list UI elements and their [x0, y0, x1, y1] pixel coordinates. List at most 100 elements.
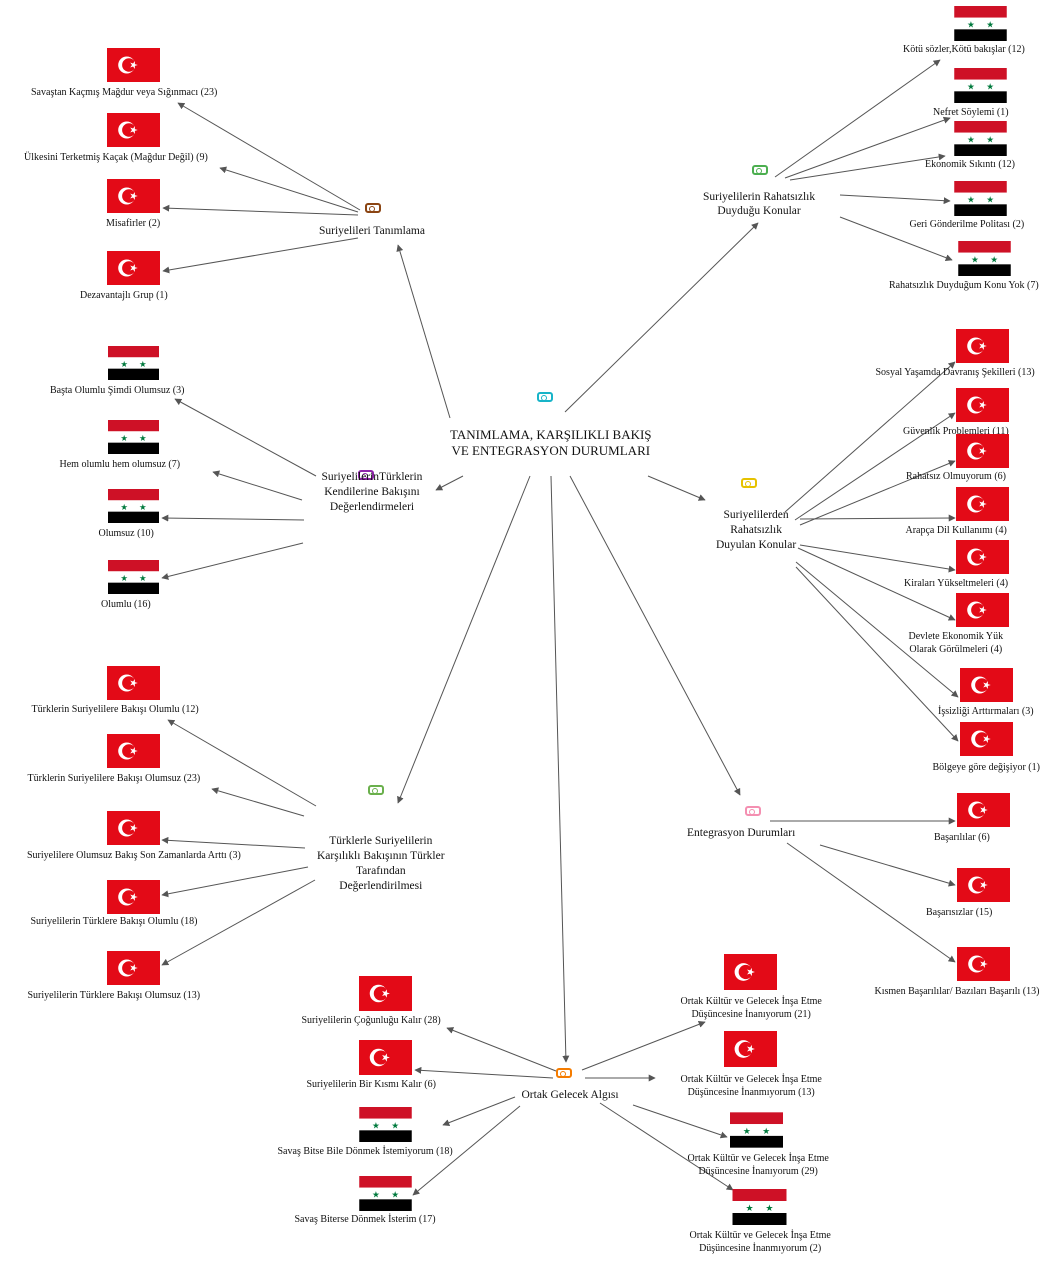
- syria-flag-icon: ★★: [953, 121, 1008, 156]
- edge-root-to-entegrasyon: [569, 475, 741, 796]
- hub-rahatsizlik-duyulan-label-line: Rahatsızlık: [730, 524, 782, 536]
- svg-text:★: ★: [967, 136, 975, 146]
- leaf-label: Arapça Dil Kullanımı (4): [905, 525, 1007, 536]
- turkey-flag-icon: [724, 954, 777, 990]
- edge-gelecek-leaf: [442, 1096, 516, 1126]
- leaf-label-line: Ortak Kültür ve Gelecek İnşa Etme: [689, 1230, 831, 1241]
- edge-bakis-leaf: [212, 470, 303, 501]
- syria-flag-icon: ★★: [107, 346, 160, 380]
- svg-text:★: ★: [986, 83, 994, 93]
- syria-flag-icon: ★★: [953, 6, 1008, 41]
- turkey-flag-icon: [960, 668, 1013, 702]
- hub-bakis-label-line: Değerlendirmeleri: [329, 501, 415, 513]
- turkey-flag-icon: [107, 113, 160, 147]
- leaf-label: Kiraları Yükseltmeleri (4): [904, 578, 1009, 589]
- edge-rahatsizlik-leaf: [784, 116, 951, 179]
- hub-gelecek-code-icon: [556, 1068, 572, 1078]
- edge-gelecek-leaf: [412, 1105, 521, 1196]
- hub-karsilikli-label-line: Değerlendirilmesi: [339, 880, 423, 892]
- leaf-label: Türklerin Suriyelilere Bakışı Olumsuz (2…: [27, 773, 201, 784]
- turkey-flag-icon: [107, 951, 160, 985]
- svg-text:★: ★: [971, 256, 979, 266]
- edge-tanimlama-leaf: [219, 166, 359, 213]
- leaf-label: Hem olumlu hem olumsuz (7): [59, 459, 181, 470]
- edge-rahatsizlik-leaf: [839, 216, 953, 262]
- svg-text:★: ★: [986, 21, 994, 31]
- leaf-label: Türklerin Suriyelilere Bakışı Olumlu (12…: [31, 704, 199, 715]
- syria-flag-icon: ★★: [359, 1107, 412, 1142]
- edge-bakis-leaf: [161, 542, 304, 580]
- leaf-label: Başta Olumlu Şimdi Olumsuz (3): [50, 385, 185, 396]
- svg-text:★: ★: [765, 1204, 773, 1214]
- hub-rahatsizlik-label-line: Suriyelilerin Rahatsızlık: [703, 191, 816, 203]
- edge-tanimlama-leaf: [177, 102, 361, 211]
- turkey-flag-icon: [724, 1031, 777, 1067]
- edge-bakis-leaf: [161, 514, 305, 522]
- leaf-label: Bölgeye göre değişiyor (1): [932, 762, 1040, 773]
- svg-text:★: ★: [967, 83, 975, 93]
- hub-entegrasyon-label-line: Entegrasyon Durumları: [687, 827, 796, 839]
- turkey-flag-icon: [107, 48, 160, 82]
- turkey-flag-icon: [956, 593, 1009, 627]
- turkey-flag-icon: [960, 722, 1013, 756]
- hub-bakis-label-line: Kendilerine Bakışını: [324, 486, 420, 498]
- hub-rahatsizlik-label-line: Duyduğu Konular: [717, 205, 801, 217]
- edge-root-to-rahatsizlik: [564, 222, 759, 413]
- leaf-label: Geri Gönderilme Politası (2): [909, 219, 1025, 230]
- leaf-label: Rahatsız Olmuyorum (6): [906, 471, 1006, 482]
- svg-text:★: ★: [120, 503, 128, 513]
- hub-bakis-label-line: SuriyelilerinTürklerin: [321, 471, 423, 483]
- leaf-label: Savaştan Kaçmış Mağdur veya Sığınmacı (2…: [31, 87, 218, 98]
- leaf-label: Savaş Bitse Bile Dönmek İstemiyorum (18): [277, 1146, 453, 1157]
- turkey-flag-icon: [957, 793, 1010, 827]
- hub-tanimlama-label: Suriyelileri Tanımlama: [319, 224, 425, 238]
- edge-rahatsizlik-duyulan-leaf: [797, 547, 956, 621]
- svg-text:★: ★: [967, 196, 975, 206]
- edge-tanimlama-leaf: [162, 237, 359, 274]
- leaf-label: Olumlu (16): [101, 599, 151, 610]
- leaf-label: Suriyelilere Olumsuz Bakış Son Zamanlard…: [27, 850, 241, 861]
- turkey-flag-icon: [956, 487, 1009, 521]
- edge-root-to-gelecek: [550, 475, 570, 1063]
- hub-rahatsizlik-code-icon: [752, 165, 768, 175]
- edge-root-to-bakis: [435, 475, 464, 491]
- edge-rahatsizlik-leaf: [839, 194, 951, 205]
- leaf-label-line: Ortak Kültür ve Gelecek İnşa Etme: [680, 996, 822, 1007]
- hub-karsilikli-code-icon: [368, 785, 384, 795]
- edge-gelecek-leaf: [446, 1027, 557, 1072]
- syria-flag-icon: ★★: [730, 1112, 783, 1148]
- leaf-label-line: Ortak Kültür ve Gelecek İnşa Etme: [687, 1153, 829, 1164]
- leaf-label-line: Düşüncesine İnanıyorum (21): [691, 1008, 811, 1020]
- turkey-flag-icon: [956, 434, 1009, 468]
- turkey-flag-icon: [956, 329, 1009, 363]
- turkey-flag-icon: [359, 976, 412, 1011]
- leaf-label-line: Olarak Görülmeleri (4): [909, 643, 1003, 655]
- hub-karsilikli-label-line: Tarafından: [355, 865, 406, 877]
- svg-text:★: ★: [762, 1127, 770, 1137]
- syria-flag-icon: ★★: [107, 560, 160, 594]
- leaf-label-line: Devlete Ekonomik Yük: [908, 631, 1004, 642]
- hub-rahatsizlik-duyulan-label-line: Suriyelilerden: [723, 509, 789, 521]
- edge-rahatsizlik-leaf: [774, 59, 941, 178]
- edge-karsilikli-leaf: [161, 866, 309, 898]
- svg-text:★: ★: [120, 434, 128, 444]
- edge-rahatsizlik-duyulan-leaf: [784, 361, 956, 513]
- svg-text:★: ★: [986, 136, 994, 146]
- leaf-label: Dezavantajlı Grup (1): [80, 290, 168, 301]
- hub-rahatsizlik-duyulan-code-icon: [741, 478, 757, 488]
- turkey-flag-icon: [957, 868, 1010, 902]
- edge-karsilikli-leaf: [167, 719, 317, 807]
- edge-root-to-karsilikli: [397, 475, 531, 804]
- turkey-flag-icon: [107, 179, 160, 213]
- leaf-label: Suriyelilerin Türklere Bakışı Olumlu (18…: [30, 916, 198, 927]
- syria-flag-icon: ★★: [359, 1176, 412, 1211]
- edge-karsilikli-leaf: [161, 879, 316, 966]
- hub-tanimlama-label-line: Suriyelileri Tanımlama: [319, 225, 425, 237]
- edge-entegrasyon-leaf: [819, 844, 956, 887]
- turkey-flag-icon: [359, 1040, 412, 1075]
